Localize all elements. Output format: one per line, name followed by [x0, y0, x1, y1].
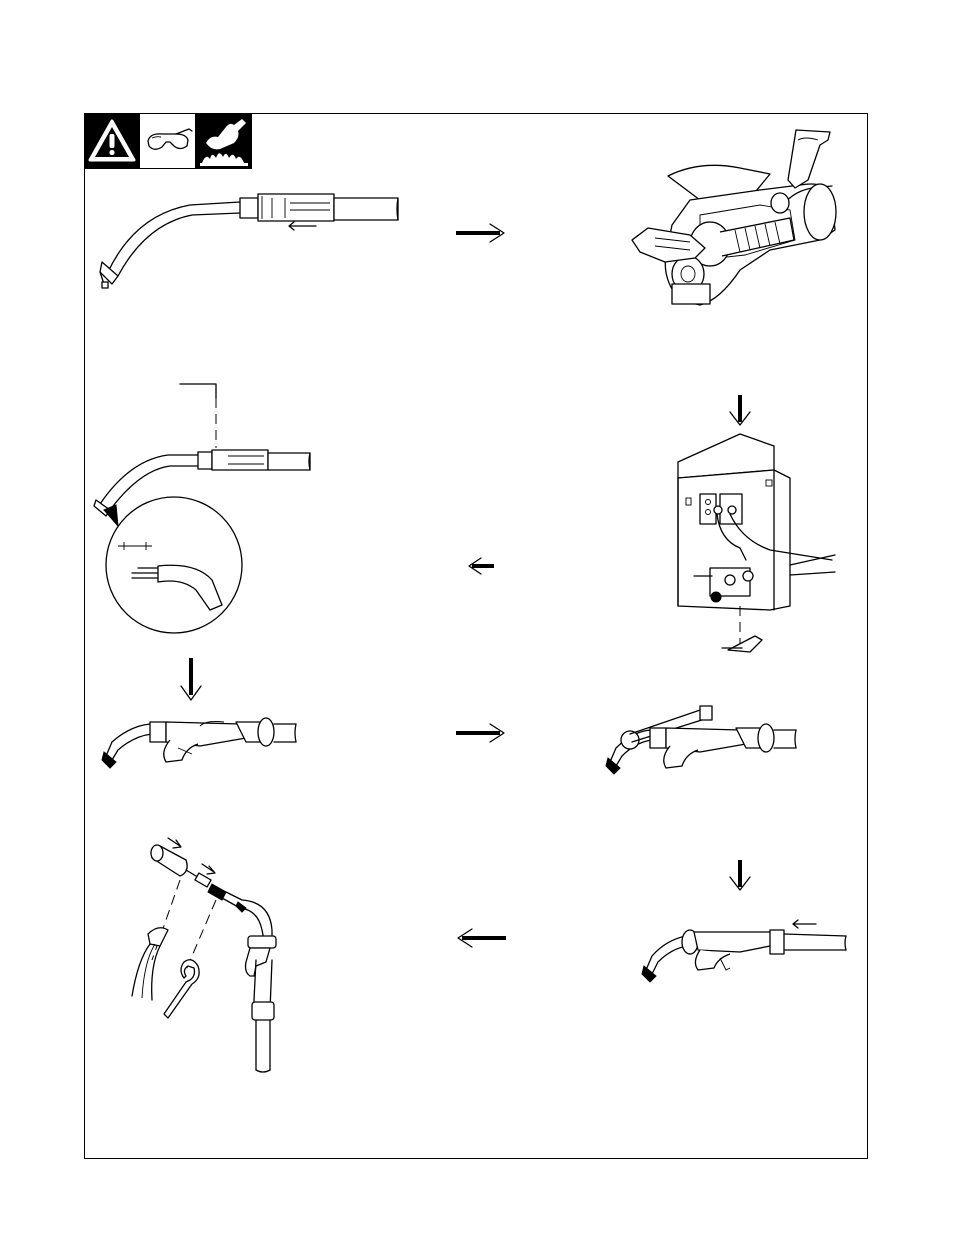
liner-trim-detail — [94, 384, 310, 633]
arrow-down-1 — [730, 395, 750, 425]
drive-roll-tension-release — [632, 130, 836, 305]
arrow-right-2 — [456, 724, 504, 742]
feeder-cabinet-connection — [678, 434, 835, 652]
gun-body-assembly — [102, 718, 296, 768]
arrow-left-1 — [469, 558, 494, 574]
nozzle-contact-tip-install — [132, 838, 276, 1072]
gun-body-with-liner — [606, 706, 796, 774]
gun-nozzle-removal — [100, 194, 398, 288]
arrow-down-3 — [730, 860, 750, 890]
arrow-down-2 — [181, 658, 201, 700]
gun-body-reassembled — [642, 920, 846, 982]
arrow-left-2 — [458, 929, 506, 947]
arrow-right-1 — [456, 224, 504, 242]
